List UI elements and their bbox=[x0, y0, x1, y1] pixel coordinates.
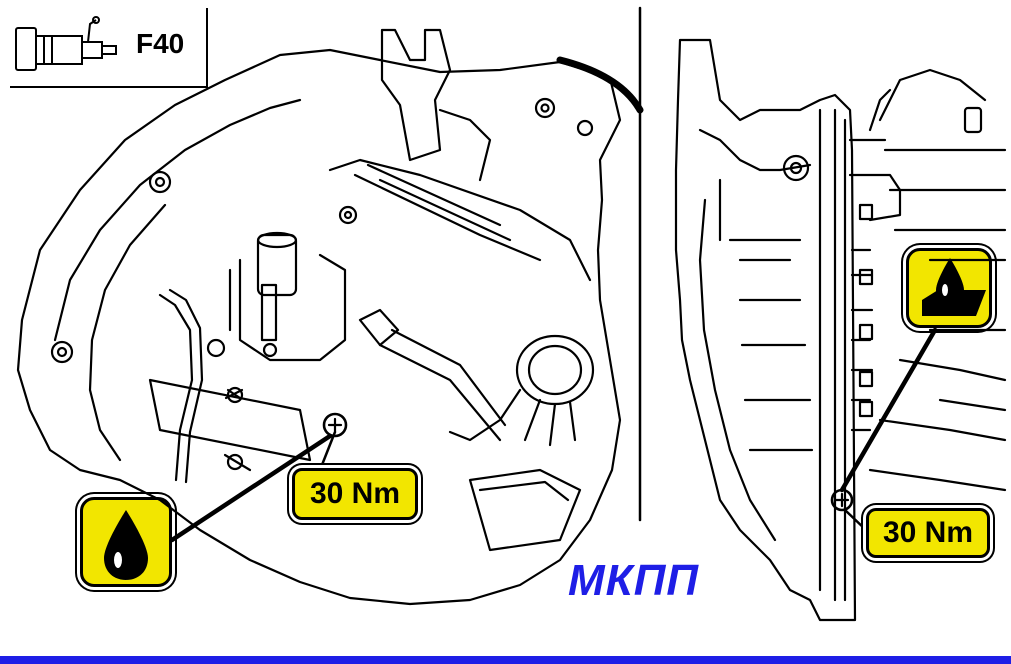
model-code-label: F40 bbox=[136, 28, 185, 59]
manual-gearbox-icon bbox=[15, 16, 117, 71]
selector-bracket bbox=[380, 28, 452, 162]
bell-housing-outline bbox=[16, 48, 622, 606]
bell-flange bbox=[53, 98, 302, 342]
hose bbox=[158, 293, 194, 482]
torque-callout-left: 30 Nm bbox=[292, 468, 418, 520]
drain-plug-left bbox=[322, 412, 348, 438]
model-box bbox=[10, 8, 208, 88]
oil-drop-icon bbox=[104, 510, 148, 580]
torque-callout-right: 30 Nm bbox=[866, 508, 990, 558]
diagram-caption: МКПП bbox=[568, 556, 699, 605]
case-section-outline bbox=[674, 38, 857, 622]
oil-level-icon bbox=[922, 258, 986, 316]
bottom-rule bbox=[0, 656, 1011, 664]
